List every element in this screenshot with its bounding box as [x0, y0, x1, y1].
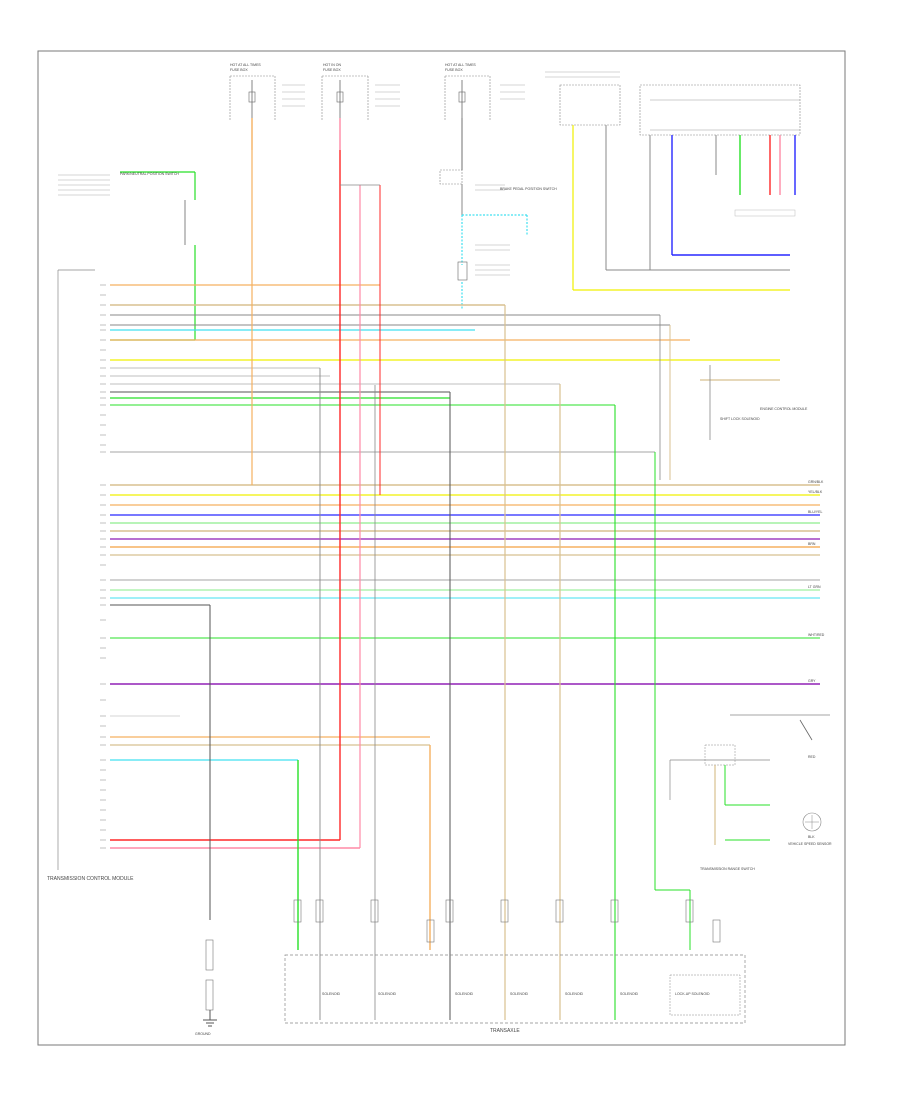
fuse-1-title: HOT AT ALL TIMES — [230, 63, 261, 67]
engine-ctrl-label: ENGINE CONTROL MODULE — [760, 407, 808, 411]
ground-label: GROUND — [195, 1032, 211, 1036]
fuse-2-detail: FUSE BOX — [323, 68, 341, 72]
range-switch-label: TRANSMISSION RANGE SWITCH — [700, 867, 755, 871]
engine-control-module-box — [545, 71, 790, 291]
wire-label-wht-red: WHT/RED — [808, 633, 825, 637]
diagram-frame — [37, 50, 846, 1046]
fuse-2-title: HOT IN ON — [323, 63, 341, 67]
tcm-label: TRANSMISSION CONTROL MODULE — [47, 876, 134, 882]
wire-label-red: RED — [808, 755, 816, 759]
brake-pedal-switch — [439, 169, 528, 310]
shift-lock-label: SHIFT LOCK SOLENOID — [720, 417, 760, 421]
fuse-block-2: HOT IN ON FUSE BOX — [321, 63, 400, 150]
wire-label-lt-grn: LT GRN — [808, 585, 821, 589]
wire-harness-group-1 — [110, 284, 780, 453]
wire-label-grn-blk: GRN/BLK — [808, 480, 824, 484]
vss-label: VEHICLE SPEED SENSOR — [788, 842, 832, 846]
transaxle-label: TRANSAXLE — [490, 1028, 520, 1034]
fuse-3-title: HOT AT ALL TIMES — [445, 63, 476, 67]
solenoid-5-label: SOLENOID — [565, 992, 584, 996]
lock-up-label: LOCK-UP SOLENOID — [675, 992, 710, 996]
wire-label-blu-yel: BLU/YEL — [808, 510, 822, 514]
solenoid-3-label: SOLENOID — [455, 992, 474, 996]
vertical-wires — [209, 150, 691, 1020]
solenoid-6-label: SOLENOID — [620, 992, 639, 996]
ground-symbol: GROUND — [195, 1010, 217, 1036]
tcm-connector: TRANSMISSION CONTROL MODULE — [47, 269, 134, 882]
wire-label-blk: BLK — [808, 835, 815, 839]
fuse-1-detail: FUSE BOX — [230, 68, 248, 72]
wire-harness-group-2 — [110, 484, 820, 685]
tcm-pin-markers — [100, 284, 106, 849]
fuse-3-detail: FUSE BOX — [445, 68, 463, 72]
brake-pedal-label: BRAKE PEDAL POSITION SWITCH — [500, 187, 557, 191]
solenoid-2-label: SOLENOID — [378, 992, 397, 996]
park-neutral-label: PARK/NEUTRAL POSITION SWITCH — [120, 172, 179, 176]
vehicle-speed-sensor: VEHICLE SPEED SENSOR TRANSMISSION RANGE … — [669, 714, 832, 871]
transaxle-box: TRANSAXLE SOLENOID SOLENOID SOLENOID SOL… — [284, 954, 746, 1034]
wire-label-yel-blk: YEL/BLK — [808, 490, 823, 494]
right-label-stubs: GRN/BLK YEL/BLK BLU/YEL BRN LT GRN WHT/R… — [120, 172, 825, 839]
wire-label-gry: GRY — [808, 679, 816, 683]
solenoid-4-label: SOLENOID — [510, 992, 529, 996]
solenoid-1-label: SOLENOID — [322, 992, 341, 996]
fuse-block-3: HOT AT ALL TIMES FUSE BOX — [444, 63, 525, 170]
fuse-block-1: HOT AT ALL TIMES FUSE BOX — [229, 63, 305, 150]
ecm-connector-right — [639, 84, 801, 270]
wire-harness-group-3 — [110, 604, 430, 849]
wire-label-brn: BRN — [808, 542, 816, 546]
